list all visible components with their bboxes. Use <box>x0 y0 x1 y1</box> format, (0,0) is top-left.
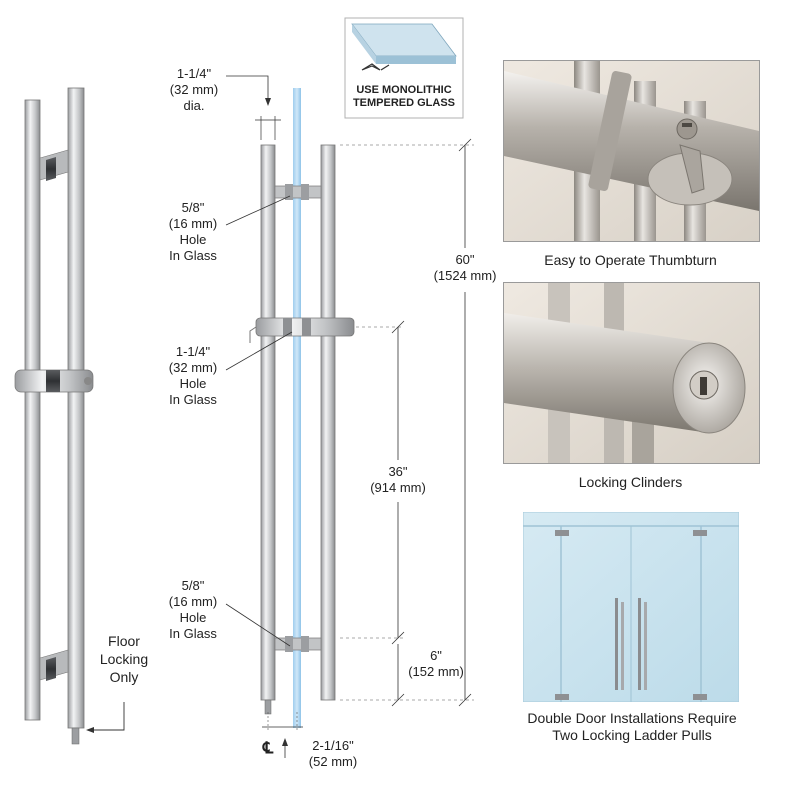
offset-label: 2-1/16" (52 mm) <box>300 738 366 770</box>
caption-line: Two Locking Ladder Pulls <box>552 727 712 743</box>
callout-line: (32 mm) <box>168 360 218 375</box>
double-door-photo <box>522 511 740 703</box>
double-door-image <box>522 511 740 703</box>
callout-line: In Glass <box>169 248 217 263</box>
double-door-caption: Double Door Installations Require Two Lo… <box>490 710 774 744</box>
dim-line: (52 mm) <box>308 754 358 769</box>
callout-line: 5/8" <box>181 578 205 593</box>
dim-line: (1524 mm) <box>433 268 497 283</box>
middle-hole-callout: 1-1/4" (32 mm) Hole In Glass <box>160 344 226 408</box>
bottom-hole-callout: 5/8" (16 mm) Hole In Glass <box>160 578 226 642</box>
dim-line: 60" <box>455 252 475 267</box>
callout-line: Hole <box>179 610 207 625</box>
perspective-view <box>14 87 125 745</box>
dim-line: (32 mm) <box>169 82 219 97</box>
dim-line: 36" <box>388 464 408 479</box>
dim-line: dia. <box>183 98 205 113</box>
glass-badge-line: USE MONOLITHIC <box>356 84 452 96</box>
dim-line: (152 mm) <box>408 664 464 679</box>
dim-line: (914 mm) <box>370 480 426 495</box>
thumbturn-image <box>504 61 759 241</box>
cylinders-image <box>504 283 759 463</box>
right-rod <box>67 87 85 729</box>
dim-line: 6" <box>430 648 442 663</box>
glass-badge-icon <box>344 17 464 119</box>
callout-line: Hole <box>179 376 207 391</box>
glass-badge-line: TEMPERED GLASS <box>352 97 456 109</box>
elevation-view <box>225 75 474 758</box>
callout-line: 5/8" <box>181 200 205 215</box>
callout-line: In Glass <box>169 626 217 641</box>
floor-locking-line: Floor <box>108 633 140 649</box>
cylinders-photo <box>503 282 760 464</box>
thumbturn-caption: Easy to Operate Thumbturn <box>544 252 717 268</box>
glass-badge-text: USE MONOLITHIC TEMPERED GLASS <box>346 84 462 110</box>
dim-line: 2-1/16" <box>312 738 354 753</box>
centerline-symbol: ℄ <box>262 740 274 757</box>
callout-line: In Glass <box>169 392 217 407</box>
glass-pane <box>293 88 301 728</box>
cylinders-caption: Locking Clinders <box>578 474 683 490</box>
floor-locking-line: Locking <box>99 651 149 667</box>
dim-line: 1-1/4" <box>176 66 212 81</box>
callout-line: (16 mm) <box>168 216 218 231</box>
bottom-height-label: 6" (152 mm) <box>408 648 464 680</box>
floor-locking-line: Only <box>109 669 139 685</box>
thumbturn-photo <box>503 60 760 242</box>
callout-line: (16 mm) <box>168 594 218 609</box>
mid-height-label: 36" (914 mm) <box>354 464 442 496</box>
overall-height-label: 60" (1524 mm) <box>416 252 514 284</box>
diameter-callout: 1-1/4" (32 mm) dia. <box>162 66 226 114</box>
top-hole-callout: 5/8" (16 mm) Hole In Glass <box>160 200 226 264</box>
callout-line: Hole <box>179 232 207 247</box>
caption-line: Double Door Installations Require <box>527 710 737 726</box>
left-rod <box>24 99 41 721</box>
floor-locking-label: Floor Locking Only <box>92 632 156 686</box>
callout-line: 1-1/4" <box>175 344 211 359</box>
